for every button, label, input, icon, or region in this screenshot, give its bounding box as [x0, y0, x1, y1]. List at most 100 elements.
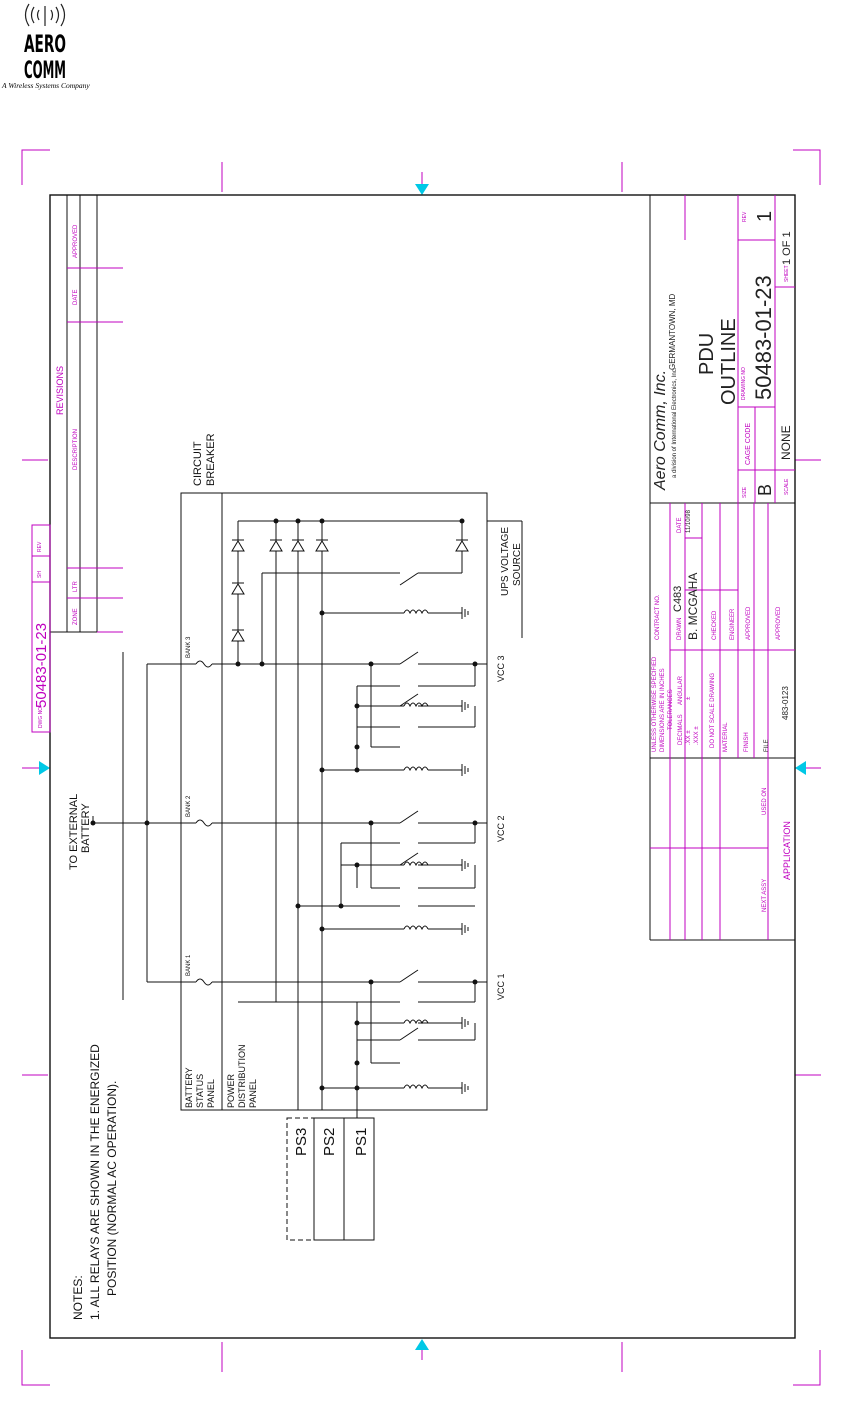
vcc-3-label: VCC 3 [496, 655, 506, 682]
revisions-title: REVISIONS [55, 366, 65, 415]
relay-coil-icons [403, 609, 462, 1090]
tolerance-xx: .XX ± [686, 730, 692, 745]
rev-value: 1 [754, 211, 776, 222]
drawing-no-value: 50483-01-23 [751, 275, 776, 400]
pdp-panel-line-1: POWER [226, 1073, 236, 1108]
used-on-label: USED ON [762, 788, 768, 815]
ps1-label: PS1 [353, 1128, 370, 1156]
external-battery-label-1: TO EXTERNAL [68, 794, 80, 870]
left-center-marker-icon [39, 761, 50, 775]
bank-3-label: BANK 3 [186, 636, 192, 658]
rev-dwg-no-label: DWG NO [38, 707, 44, 728]
approved2-label: APPROVED [776, 606, 782, 640]
file-value: 483-0123 [781, 686, 790, 720]
scale-label: SCALE [784, 478, 790, 495]
aerocomm-logo: AERO COMM A Wireless Systems Company [1, 3, 90, 90]
circuit-breaker-label-2: BREAKER [205, 433, 217, 486]
tolerance-decimals: DECIMALS [678, 714, 684, 745]
drawn-by-value: B. MCGAHA [686, 573, 700, 640]
contract-label: CONTRACT NO. [655, 594, 661, 640]
bank-2-label: BANK 2 [186, 795, 192, 817]
notes-title: NOTES: [71, 1275, 85, 1320]
notes-line-1: 1. ALL RELAYS ARE SHOWN IN THE ENERGIZED [88, 1044, 102, 1320]
ups-label-2: SOURCE [512, 543, 523, 586]
ups-label-1: UPS VOLTAGE [500, 527, 511, 596]
checked-label: CHECKED [712, 610, 718, 640]
tolerance-angular: ANGULAR [678, 675, 684, 705]
logo-tagline: A Wireless Systems Company [1, 81, 90, 90]
ps3-label: PS3 [293, 1128, 310, 1156]
rev-col-date: DATE [73, 289, 79, 305]
company-division: a division of International Electronics,… [672, 367, 678, 478]
engineer-label: ENGINEER [730, 608, 736, 640]
drawing-border [49, 194, 796, 1339]
logo-line-2: COMM [24, 56, 66, 84]
pdp-panel-line-3: PANEL [248, 1079, 258, 1108]
vcc-1-label: VCC 1 [496, 973, 506, 1000]
bank-1-label: BANK 1 [186, 954, 192, 976]
rev-sh-label: SH [37, 571, 43, 578]
rev-label: REV [742, 211, 748, 222]
rev-col-zone: ZONE [73, 608, 79, 625]
rev-col-approved: APPROVED [73, 224, 79, 258]
company-name: Aero Comm, Inc. [652, 370, 669, 491]
ps2-label: PS2 [321, 1128, 338, 1156]
notes-block: NOTES: 1. ALL RELAYS ARE SHOWN IN THE EN… [71, 1044, 119, 1320]
notes-line-2: POSITION (NORMAL AC OPERATION). [105, 1081, 119, 1296]
drawing-no-label: DRAWING NO [741, 367, 747, 400]
date-value: 11/10/98 [686, 509, 692, 533]
size-value: B [755, 484, 775, 496]
pdu-enclosure [180, 492, 488, 1111]
rev-rev-label: REV [37, 541, 43, 552]
tolerance-line-2: DIMENSIONS ARE IN INCHES [660, 668, 666, 752]
diode-icons [231, 539, 469, 642]
ground-icons [461, 607, 469, 1094]
title-block: Aero Comm, Inc. a division of Internatio… [649, 195, 795, 941]
battery-panel-line-1: BATTERY [184, 1067, 194, 1108]
tolerance-no-scale: DO NOT SCALE DRAWING [710, 673, 716, 748]
drawing-title-line-2: OUTLINE [718, 318, 740, 405]
finish-label: FINISH [744, 732, 750, 752]
vcc-2-label: VCC 2 [496, 815, 506, 842]
material-label: MATERIAL [723, 722, 729, 752]
application-label: APPLICATION [782, 821, 792, 880]
drawn-label: DRAWN [677, 618, 683, 640]
battery-panel-line-2: STATUS [195, 1074, 205, 1108]
drawing-title-line-1: PDU [696, 333, 718, 375]
sheet-value: 1 OF 1 [781, 231, 793, 265]
battery-panel-line-3: PANEL [206, 1079, 216, 1108]
external-battery-label-2: BATTERY [80, 803, 92, 853]
ps-box-ps3 [286, 1117, 315, 1241]
tolerance-xxx: .XXX ± [694, 726, 700, 745]
cage-code-label: CAGE CODE [745, 423, 752, 465]
revision-block: REVISIONS DESCRIPTION DATE APPROVED ZONE… [31, 195, 123, 733]
rev-col-description: DESCRIPTION [73, 429, 79, 470]
contract-value: C483 [672, 586, 684, 612]
schematic [92, 492, 523, 1241]
date-label: DATE [677, 517, 683, 533]
scale-value: NONE [779, 425, 793, 460]
logo-line-1: AERO [24, 30, 66, 58]
junction-dots [90, 518, 478, 1091]
center-marker-icons [39, 184, 806, 1350]
top-center-marker-icon [415, 184, 429, 195]
next-assy-label: NEXT ASSY [762, 879, 768, 912]
circuit-breaker-label-1: CIRCUIT [192, 441, 204, 486]
rev-dwg-no: 50483-01-23 [33, 623, 50, 708]
rev-col-ltr: LTR [73, 580, 79, 592]
antenna-waves-icon [24, 3, 66, 27]
right-center-marker-icon [795, 761, 806, 775]
company-location: GERMANTOWN, MD [668, 293, 677, 370]
tolerance-line-3: TOLERANCES [668, 689, 674, 730]
file-label: FILE [764, 739, 770, 752]
tolerance-line-1: UNLESS OTHERWISE SPECIFIED [652, 656, 658, 752]
sheet-label: SHEET [784, 265, 790, 282]
approved-label: APPROVED [746, 606, 752, 640]
bottom-center-marker-icon [415, 1339, 429, 1350]
tolerance-angular-value: ± [686, 696, 692, 700]
pdp-panel-line-2: DISTRIBUTION [237, 1044, 247, 1108]
size-label: SIZE [742, 486, 748, 498]
schematic-labels: TO EXTERNAL BATTERY CIRCUIT BREAKER UPS … [68, 433, 523, 1156]
